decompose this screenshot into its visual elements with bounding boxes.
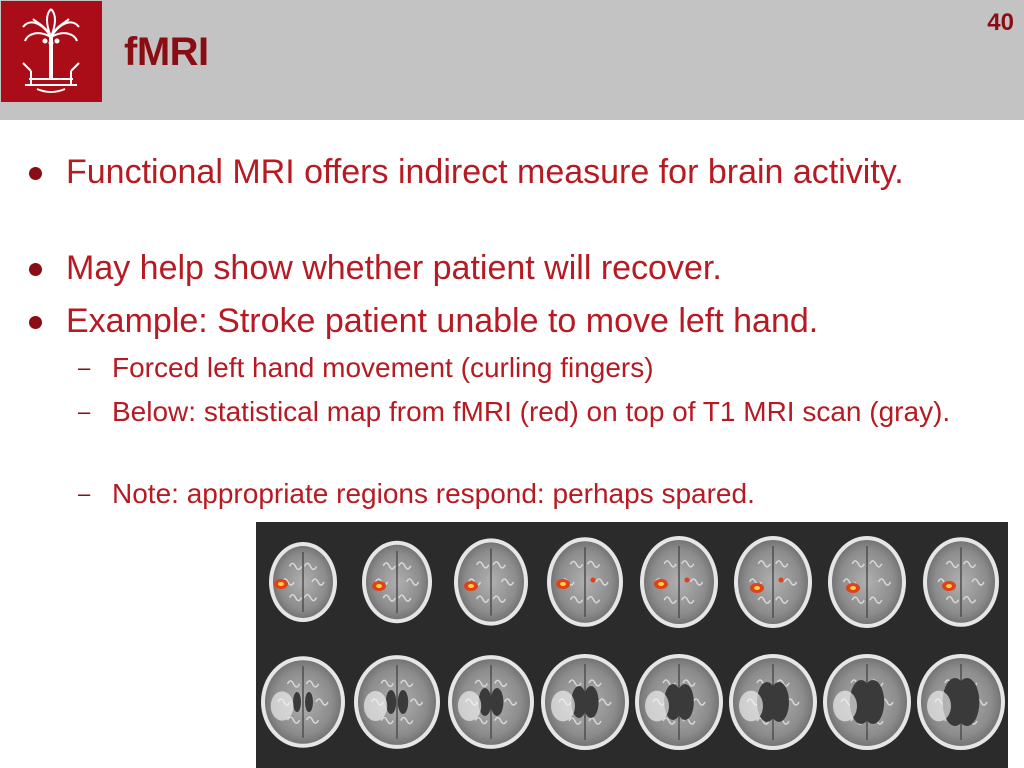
brain-slice [269,542,337,622]
brain-slice [823,654,911,750]
brain-slice [448,655,534,749]
bullet-item: Functional MRI offers indirect measure f… [29,152,966,192]
brain-slices-grid [261,536,1005,750]
bullet-text: Example: Stroke patient unable to move l… [66,302,819,340]
sub-bullet-item: – Note: appropriate regions respond: per… [78,477,972,511]
brain-slice [917,654,1005,750]
brain-slice [828,536,906,628]
sub-bullet-text: Below: statistical map from fMRI (red) o… [112,396,951,427]
bullet-item: Example: Stroke patient unable to move l… [29,301,966,341]
brain-slice [541,654,629,750]
dash-icon: – [78,481,91,506]
bullet-dot-icon [29,316,42,329]
university-palmetto-logo-icon [1,1,102,102]
sub-bullet-item: – Forced left hand movement (curling fin… [78,351,972,385]
brain-slice [362,540,432,624]
slide-number: 40 [987,9,1014,36]
dash-icon: – [78,399,91,424]
slide-header: fMRI 40 [0,0,1024,120]
bullet-text: May help show whether patient will recov… [66,249,722,287]
brain-slice [734,536,812,628]
slide-title: fMRI [124,30,209,74]
bullet-item: May help show whether patient will recov… [29,248,966,288]
brain-slice [923,537,999,627]
sub-bullet-item: – Below: statistical map from fMRI (red)… [78,395,962,429]
brain-slice [640,536,718,628]
dash-icon: – [78,355,91,380]
fmri-brain-scan-image [256,522,1008,768]
brain-slice [635,654,723,750]
sub-bullet-text: Note: appropriate regions respond: perha… [112,478,755,509]
bullet-dot-icon [29,167,42,180]
brain-slice [729,654,817,750]
brain-slice [454,538,528,626]
sub-bullet-text: Forced left hand movement (curling finge… [112,352,654,383]
brain-slice [547,537,623,627]
bullet-dot-icon [29,263,42,276]
brain-slice [354,655,440,749]
brain-slice [261,656,345,748]
bullet-text: Functional MRI offers indirect measure f… [66,153,904,191]
